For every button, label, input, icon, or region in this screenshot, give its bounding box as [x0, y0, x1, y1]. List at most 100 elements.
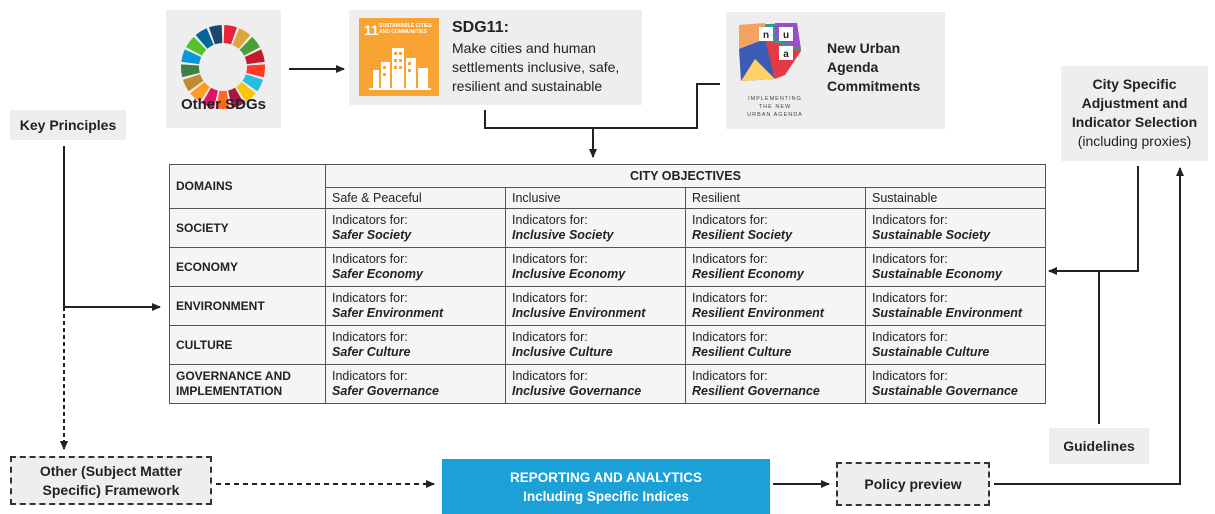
indicator-value: Resilient Culture: [692, 345, 792, 359]
guidelines-label: Guidelines: [1063, 438, 1135, 454]
indicator-prefix: Indicators for:: [332, 213, 408, 227]
sdg-wheel-segment: [201, 87, 218, 109]
indicator-value: Sustainable Society: [872, 228, 991, 242]
indicator-cell: Indicators for:Resilient Governance: [685, 364, 866, 404]
sdg-wheel-segment: [242, 74, 264, 92]
other-framework-box: Other (Subject Matter Specific) Framewor…: [10, 456, 212, 505]
indicator-value: Resilient Environment: [692, 306, 824, 320]
indicator-prefix: Indicators for:: [872, 252, 948, 266]
domain-environment: ENVIRONMENT: [169, 286, 326, 326]
indicator-prefix: Indicators for:: [692, 369, 768, 383]
table-row: CULTURE Indicators for:Safer Culture Ind…: [169, 325, 1046, 365]
indicator-cell: Indicators for:Safer Society: [325, 208, 506, 248]
city-specific-line1: City Specific: [1092, 76, 1177, 92]
indicator-prefix: Indicators for:: [872, 213, 948, 227]
sdg-wheel-segment: [181, 64, 200, 78]
reporting-line1: REPORTING AND ANALYTICS: [509, 469, 702, 485]
indicator-value: Inclusive Environment: [512, 306, 646, 320]
indicator-value: Inclusive Governance: [512, 384, 642, 398]
city-specific-line3: Indicator Selection: [1071, 114, 1198, 130]
indicator-value: Sustainable Economy: [872, 267, 1002, 281]
city-specific-box: City Specific Adjustment and Indicator S…: [1061, 66, 1208, 161]
indicator-cell: Indicators for:Inclusive Culture: [505, 325, 686, 365]
indicator-cell: Indicators for:Safer Culture: [325, 325, 506, 365]
arrow-city-specific-to-table: [1048, 166, 1139, 275]
key-principles-box: Key Principles: [10, 110, 126, 140]
indicator-value: Sustainable Environment: [872, 306, 1023, 320]
sdg11-tile-number: 11: [364, 22, 379, 38]
sdg-wheel-segment: [246, 64, 265, 78]
indicator-value: Safer Environment: [332, 306, 444, 320]
sdg11-line2: settlements inclusive, safe,: [452, 59, 620, 75]
sdg11-icon: 11 SUSTAINABLE CITIES AND COMMUNITIES: [359, 18, 439, 96]
indicator-cell: Indicators for:Sustainable Culture: [865, 325, 1046, 365]
nua-logo-caption: IMPLEMENTING THE NEW URBAN AGENDA: [733, 95, 817, 119]
nua-logo-line2: THE NEW: [758, 104, 792, 110]
sdg-wheel-segment: [182, 74, 204, 92]
sdg-wheel-segment: [209, 25, 223, 45]
table-row: SOCIETY Indicators for:Safer Society Ind…: [169, 208, 1046, 248]
indicator-cell: Indicators for:Safer Economy: [325, 247, 506, 287]
nua-logo-letter-n: n: [763, 30, 769, 41]
indicator-cell: Indicators for:Sustainable Society: [865, 208, 1046, 248]
indicator-value: Safer Culture: [332, 345, 411, 359]
sdg-wheel-segment: [190, 82, 210, 103]
sdg-wheel-segment: [236, 82, 256, 103]
indicator-cell: Indicators for:Safer Governance: [325, 364, 506, 404]
indicator-cell: Indicators for:Sustainable Environment: [865, 286, 1046, 326]
sdg11-title: SDG11:: [452, 19, 509, 36]
nua-label: New Urban Agenda Commitments: [827, 39, 920, 96]
sdg-wheel-segment: [239, 36, 261, 56]
city-specific-line2: Adjustment and: [1081, 95, 1188, 111]
sdg-wheel-segment: [195, 28, 214, 49]
guidelines-box: Guidelines: [1049, 428, 1149, 464]
sdg11-tile-caption: SUSTAINABLE CITIES AND COMMUNITIES: [379, 23, 432, 35]
indicator-prefix: Indicators for:: [332, 330, 408, 344]
other-framework-line1: Other (Subject Matter: [39, 462, 183, 479]
indicator-prefix: Indicators for:: [512, 252, 588, 266]
city-objectives-table: DOMAINS CITY OBJECTIVES Safe & Peaceful …: [169, 164, 1046, 404]
reporting-line2: Including Specific Indices: [523, 488, 689, 504]
table-row: ECONOMY Indicators for:Safer Economy Ind…: [169, 247, 1046, 287]
policy-preview-box: Policy preview: [836, 462, 990, 506]
indicator-value: Safer Society: [332, 228, 412, 242]
sdg-wheel-segment: [181, 49, 202, 65]
indicator-prefix: Indicators for:: [692, 213, 768, 227]
indicator-cell: Indicators for:Inclusive Environment: [505, 286, 686, 326]
indicator-prefix: Indicators for:: [512, 330, 588, 344]
indicator-prefix: Indicators for:: [692, 252, 768, 266]
domain-culture: CULTURE: [169, 325, 326, 365]
indicator-value: Sustainable Culture: [872, 345, 990, 359]
nua-label-line1: New Urban: [827, 40, 901, 56]
city-buildings-icon: [369, 48, 431, 90]
other-sdgs-box: Other SDGs: [166, 10, 281, 128]
indicator-cell: Indicators for:Sustainable Governance: [865, 364, 1046, 404]
indicator-prefix: Indicators for:: [512, 291, 588, 305]
indicator-prefix: Indicators for:: [692, 330, 768, 344]
nua-logo-icon: n u a: [739, 23, 801, 81]
indicator-cell: Indicators for:Resilient Society: [685, 208, 866, 248]
city-specific-line4: (including proxies): [1077, 133, 1192, 149]
column-header-sustainable: Sustainable: [865, 187, 1046, 209]
indicator-prefix: Indicators for:: [872, 330, 948, 344]
policy-preview-label: Policy preview: [864, 475, 962, 492]
indicator-prefix: Indicators for:: [332, 369, 408, 383]
sdg11-text: SDG11: Make cities and human settlements…: [452, 18, 619, 96]
indicator-prefix: Indicators for:: [692, 291, 768, 305]
sdg-wheel-segment: [228, 87, 245, 109]
nua-label-line3: Commitments: [827, 78, 921, 94]
indicator-prefix: Indicators for:: [872, 369, 948, 383]
sdg11-line3: resilient and sustainable: [452, 78, 603, 94]
indicator-value: Safer Governance: [332, 384, 439, 398]
nua-label-line2: Agenda: [827, 59, 879, 75]
indicator-value: Inclusive Society: [512, 228, 614, 242]
indicator-value: Sustainable Governance: [872, 384, 1018, 398]
domain-society: SOCIETY: [169, 208, 326, 248]
indicator-value: Resilient Economy: [692, 267, 804, 281]
domain-governance-line1: GOVERNANCE AND: [176, 369, 291, 383]
nua-logo-letter-u: u: [783, 30, 789, 41]
indicator-prefix: Indicators for:: [872, 291, 948, 305]
sdg-wheel-segment: [185, 36, 207, 56]
indicator-cell: Indicators for:Inclusive Governance: [505, 364, 686, 404]
